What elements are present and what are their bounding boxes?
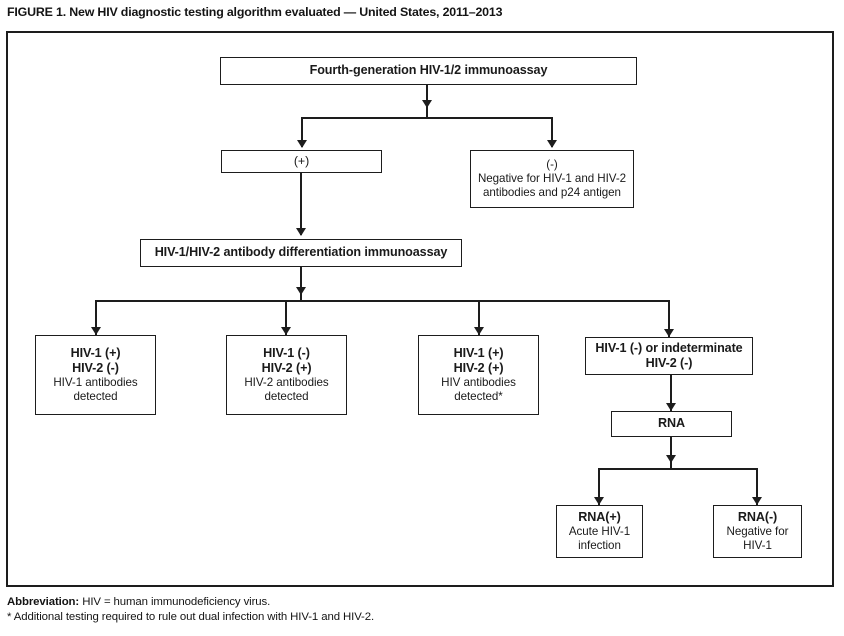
arrowhead-result2 bbox=[281, 327, 291, 335]
node-result-hiv1-pos-hiv2-neg: HIV-1 (+) HIV-2 (-) HIV-1 antibodies det… bbox=[35, 335, 156, 415]
footnote-abbreviation-label: Abbreviation: bbox=[7, 596, 80, 608]
node-label: HIV-1/HIV-2 antibody differentiation imm… bbox=[154, 245, 448, 260]
node-line-3: infection bbox=[578, 539, 621, 553]
figure-footnotes: Abbreviation: HIV = human immunodeficien… bbox=[7, 595, 807, 626]
connector-drop-result1 bbox=[95, 300, 98, 335]
arrowhead-negative bbox=[547, 140, 557, 148]
node-line-2: Negative for bbox=[726, 525, 789, 539]
connector-positive-to-differentiation bbox=[300, 173, 303, 235]
connector-drop-rna-negative bbox=[756, 468, 759, 505]
footnote-abbreviation-text: HIV = human immunodeficiency virus. bbox=[79, 596, 271, 608]
connector-drop-result4 bbox=[668, 300, 671, 337]
node-result-hiv1-neg-or-indeterminate: HIV-1 (-) or indeterminate HIV-2 (-) bbox=[585, 337, 753, 375]
node-line-2: HIV-2 (+) bbox=[453, 360, 504, 375]
node-line-1: RNA(-) bbox=[737, 509, 778, 524]
node-line-1: HIV-1 (+) bbox=[453, 345, 504, 360]
connector-drop-result2 bbox=[285, 300, 288, 335]
node-line-2: HIV-2 (+) bbox=[261, 360, 312, 375]
node-line-3: HIV-1 bbox=[743, 539, 772, 553]
arrowhead-result1 bbox=[91, 327, 101, 335]
node-positive: (+) bbox=[221, 150, 382, 173]
connector-split-bar-level3 bbox=[95, 300, 670, 303]
node-result-hiv1-neg-hiv2-pos: HIV-1 (-) HIV-2 (+) HIV-2 antibodies det… bbox=[226, 335, 347, 415]
footnote-abbreviation: Abbreviation: HIV = human immunodeficien… bbox=[7, 595, 807, 610]
figure-frame bbox=[6, 31, 834, 587]
connector-split-bar-rna bbox=[598, 468, 758, 471]
figure-title: FIGURE 1. New HIV diagnostic testing alg… bbox=[7, 5, 503, 19]
node-line-1: HIV-1 (+) bbox=[70, 345, 121, 360]
arrowhead-rna-positive bbox=[594, 497, 604, 505]
node-line-2: Negative for HIV-1 and HIV-2 bbox=[477, 171, 627, 185]
connector-indeterminate-to-rna bbox=[670, 375, 673, 411]
connector-differentiation-trunk bbox=[300, 267, 303, 300]
node-negative: (-) Negative for HIV-1 and HIV-2 antibod… bbox=[470, 150, 634, 208]
node-line-4: detected bbox=[264, 390, 309, 404]
connector-drop-result3 bbox=[478, 300, 481, 335]
arrowhead-result4 bbox=[664, 329, 674, 337]
connector-rna-trunk bbox=[670, 437, 673, 469]
arrowhead-rna-trunk bbox=[666, 455, 676, 463]
node-line-1: HIV-1 (-) bbox=[263, 345, 310, 360]
node-label: RNA bbox=[658, 416, 685, 431]
node-line-3: HIV-1 antibodies bbox=[53, 376, 138, 390]
node-line-1: HIV-1 (-) or indeterminate bbox=[595, 340, 743, 355]
node-fourth-generation-immunoassay: Fourth-generation HIV-1/2 immunoassay bbox=[220, 57, 637, 85]
node-line-4: detected bbox=[73, 390, 118, 404]
node-line-4: detected* bbox=[454, 390, 503, 404]
node-rna-negative: RNA(-) Negative for HIV-1 bbox=[713, 505, 802, 558]
arrowhead-differentiation-trunk bbox=[296, 287, 306, 295]
node-line-3: HIV antibodies bbox=[441, 376, 516, 390]
node-label: (+) bbox=[293, 153, 310, 168]
connector-split-bar-level1 bbox=[301, 117, 553, 120]
node-line-2: Acute HIV-1 bbox=[568, 525, 631, 539]
node-line-2: HIV-2 (-) bbox=[72, 360, 119, 375]
connector-drop-positive bbox=[301, 117, 304, 147]
node-result-hiv1-pos-hiv2-pos: HIV-1 (+) HIV-2 (+) HIV antibodies detec… bbox=[418, 335, 539, 415]
node-line-1: RNA(+) bbox=[578, 509, 621, 524]
node-line-1: (-) bbox=[546, 157, 558, 171]
node-label: Fourth-generation HIV-1/2 immunoassay bbox=[309, 63, 548, 78]
node-line-3: HIV-2 antibodies bbox=[244, 376, 329, 390]
arrowhead-rna bbox=[666, 403, 676, 411]
arrowhead-differentiation bbox=[296, 228, 306, 236]
node-differentiation-immunoassay: HIV-1/HIV-2 antibody differentiation imm… bbox=[140, 239, 462, 267]
arrowhead-rna-negative bbox=[752, 497, 762, 505]
connector-drop-rna-positive bbox=[598, 468, 601, 505]
connector-drop-negative bbox=[551, 117, 554, 147]
footnote-asterisk: * Additional testing required to rule ou… bbox=[7, 611, 375, 624]
node-line-3: antibodies and p24 antigen bbox=[483, 186, 621, 200]
node-rna-positive: RNA(+) Acute HIV-1 infection bbox=[556, 505, 643, 558]
arrowhead-result3 bbox=[474, 327, 484, 335]
node-line-2: HIV-2 (-) bbox=[645, 356, 693, 370]
arrowhead-positive bbox=[297, 140, 307, 148]
arrowhead-immunoassay-trunk bbox=[422, 100, 432, 108]
node-rna: RNA bbox=[611, 411, 732, 437]
